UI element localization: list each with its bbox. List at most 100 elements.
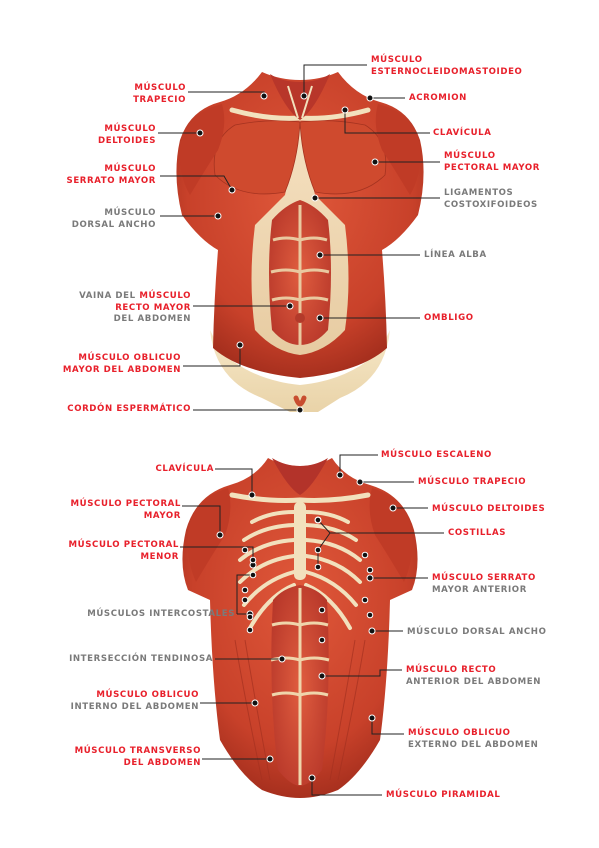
leader-dot-cordon xyxy=(296,406,304,414)
label-pectoral-menor-line1: MÚSCULO PECTORAL xyxy=(68,540,179,550)
leader-dot-extra-5 xyxy=(246,613,254,621)
leader-dot-pectoral-mayor-bottom xyxy=(216,531,224,539)
label-oblicuo-externo-line1: MÚSCULO OBLICUO xyxy=(408,728,511,738)
bottom-sternum xyxy=(294,502,306,580)
leader-dot-ombligo xyxy=(316,314,324,322)
label-vaina-line2: RECTO MAYOR xyxy=(115,302,191,313)
label-pectoral-mayor-bottom: MÚSCULO PECTORAL MAYOR xyxy=(71,499,181,522)
label-pectoral-mayor-top-line2: PECTORAL MAYOR xyxy=(444,162,540,173)
leader-dot-deltoides-top xyxy=(196,129,204,137)
leader-line-intercostales xyxy=(236,574,250,614)
label-costillas-line1: COSTILLAS xyxy=(448,528,507,538)
leader-line-clavicula-top xyxy=(344,110,430,134)
label-esternocleidomastoideo: MÚSCULO ESTERNOCLEIDOMASTOIDEO xyxy=(371,55,522,78)
leader-dot-extra-12 xyxy=(361,596,369,604)
label-clavicula-bottom: CLAVÍCULA xyxy=(155,464,214,476)
leader-dot-oblicuo-mayor xyxy=(236,341,244,349)
leader-dot-serrato-mayor-top xyxy=(228,186,236,194)
label-clavicula-top: CLAVÍCULA xyxy=(433,128,492,140)
leader-dot-extra-9 xyxy=(314,563,322,571)
leader-dot-pectoral-mayor-top xyxy=(371,158,379,166)
label-cordon: CORDÓN ESPERMÁTICO xyxy=(67,404,191,416)
label-serrato-bottom-line2: MAYOR ANTERIOR xyxy=(432,584,527,595)
leader-dot-transverso xyxy=(266,755,274,763)
label-vaina-line1: MÚSCULO xyxy=(139,291,191,301)
label-acromion-line1: ACROMION xyxy=(409,93,467,103)
top-spermatic-cord xyxy=(293,395,307,407)
bottom-ribs xyxy=(238,510,362,630)
bottom-neck xyxy=(272,458,328,495)
leader-line-clavicula-bottom xyxy=(215,468,253,495)
top-left-pectoral xyxy=(213,120,301,195)
label-deltoides-bottom-line1: MÚSCULO DELTOIDES xyxy=(432,504,546,514)
label-clavicula-top-line1: CLAVÍCULA xyxy=(433,128,492,138)
label-cordon-line1: CORDÓN ESPERMÁTICO xyxy=(67,404,191,414)
label-costillas: COSTILLAS xyxy=(448,528,506,540)
leader-dot-extra-11 xyxy=(366,566,374,574)
label-acromion: ACROMION xyxy=(409,93,467,105)
bottom-torso xyxy=(182,458,418,798)
label-transverso: MÚSCULO TRANSVERSO DEL ABDOMEN xyxy=(75,746,201,769)
label-vaina: VAINA DEL MÚSCULO RECTO MAYOR DEL ABDOME… xyxy=(79,291,191,326)
label-dorsal-ancho-bottom-line1: MÚSCULO DORSAL ANCHO xyxy=(407,627,547,637)
label-pectoral-mayor-bottom-line2: MAYOR xyxy=(143,510,181,521)
label-linea-alba: LÍNEA ALBA xyxy=(424,250,487,262)
label-recto: MÚSCULO RECTO ANTERIOR DEL ABDOMEN xyxy=(406,665,541,688)
label-dorsal-ancho-bottom: MÚSCULO DORSAL ANCHO xyxy=(407,627,546,639)
label-trapecio-top-line2: TRAPECIO xyxy=(133,94,186,105)
leader-line-piramidal xyxy=(311,778,382,796)
bottom-right-deltoid xyxy=(369,488,413,582)
leader-dot-extra-2 xyxy=(249,571,257,579)
leader-dot-extra-15 xyxy=(318,636,326,644)
label-transverso-line2: DEL ABDOMEN xyxy=(123,757,201,768)
label-dorsal-ancho-top: MÚSCULO DORSAL ANCHO xyxy=(72,208,156,231)
leader-dot-extra-8 xyxy=(314,546,322,554)
top-left-deltoid xyxy=(179,104,225,195)
leader-line-serrato-mayor-top xyxy=(160,175,233,191)
leader-dot-acromion xyxy=(366,94,374,102)
leader-dot-extra-3 xyxy=(241,586,249,594)
label-ombligo-line1: OMBLIGO xyxy=(424,313,474,323)
label-trapecio-top: MÚSCULO TRAPECIO xyxy=(133,83,186,106)
label-intercostales-line1: MÚSCULOS INTERCOSTALES xyxy=(87,609,235,619)
leader-dot-linea-alba xyxy=(316,251,324,259)
label-pectoral-mayor-bottom-line1: MÚSCULO PECTORAL xyxy=(70,499,181,509)
leader-dot-extra-7 xyxy=(314,516,322,524)
label-oblicuo-interno-line1: MÚSCULO OBLICUO xyxy=(96,690,199,700)
leader-dot-extra-4 xyxy=(241,596,249,604)
leader-dot-vaina xyxy=(286,302,294,310)
label-oblicuo-interno-line2: INTERNO DEL ABDOMEN xyxy=(70,701,199,712)
leader-dot-serrato-bottom xyxy=(366,574,374,582)
leader-dot-extra-6 xyxy=(246,626,254,634)
label-recto-line1: MÚSCULO RECTO xyxy=(406,665,497,675)
label-serrato-bottom-line1: MÚSCULO SERRATO xyxy=(432,573,536,583)
label-recto-line2: ANTERIOR DEL ABDOMEN xyxy=(406,676,542,687)
leader-dot-dorsal-ancho-bottom xyxy=(368,627,376,635)
label-vaina-prefix: VAINA DEL xyxy=(79,291,140,301)
label-escaleno: MÚSCULO ESCALENO xyxy=(381,450,492,462)
label-deltoides-top: MÚSCULO DELTOIDES xyxy=(98,124,156,147)
leader-dot-trapecio-top xyxy=(260,92,268,100)
label-esternocleidomastoideo-line1: MÚSCULO xyxy=(371,55,423,65)
leader-dot-dorsal-ancho-top xyxy=(214,212,222,220)
leader-line-escaleno xyxy=(339,454,378,475)
label-intercostales: MÚSCULOS INTERCOSTALES xyxy=(87,609,235,621)
label-pectoral-menor-line2: MENOR xyxy=(140,551,179,562)
label-pectoral-menor: MÚSCULO PECTORAL MENOR xyxy=(69,540,179,563)
label-deltoides-top-line2: DELTOIDES xyxy=(97,135,156,146)
label-ligamentos: LIGAMENTOS COSTOXIFOIDEOS xyxy=(444,188,538,211)
label-escaleno-line1: MÚSCULO ESCALENO xyxy=(381,450,492,460)
label-serrato-mayor-top-line1: MÚSCULO xyxy=(104,164,156,174)
label-piramidal: MÚSCULO PIRAMIDAL xyxy=(386,790,500,802)
leader-dot-extra-13 xyxy=(366,611,374,619)
leader-dot-interseccion xyxy=(278,655,286,663)
label-piramidal-line1: MÚSCULO PIRAMIDAL xyxy=(386,790,501,800)
leader-dot-oblicuo-externo xyxy=(368,714,376,722)
leader-lines xyxy=(158,64,444,796)
label-ombligo: OMBLIGO xyxy=(424,313,474,325)
label-oblicuo-interno: MÚSCULO OBLICUO INTERNO DEL ABDOMEN xyxy=(71,690,199,713)
label-esternocleidomastoideo-line2: ESTERNOCLEIDOMASTOIDEO xyxy=(371,66,523,77)
label-pectoral-mayor-top-line1: MÚSCULO xyxy=(444,151,496,161)
label-trapecio-bottom: MÚSCULO TRAPECIO xyxy=(418,477,526,489)
label-oblicuo-externo: MÚSCULO OBLICUO EXTERNO DEL ABDOMEN xyxy=(408,728,538,751)
